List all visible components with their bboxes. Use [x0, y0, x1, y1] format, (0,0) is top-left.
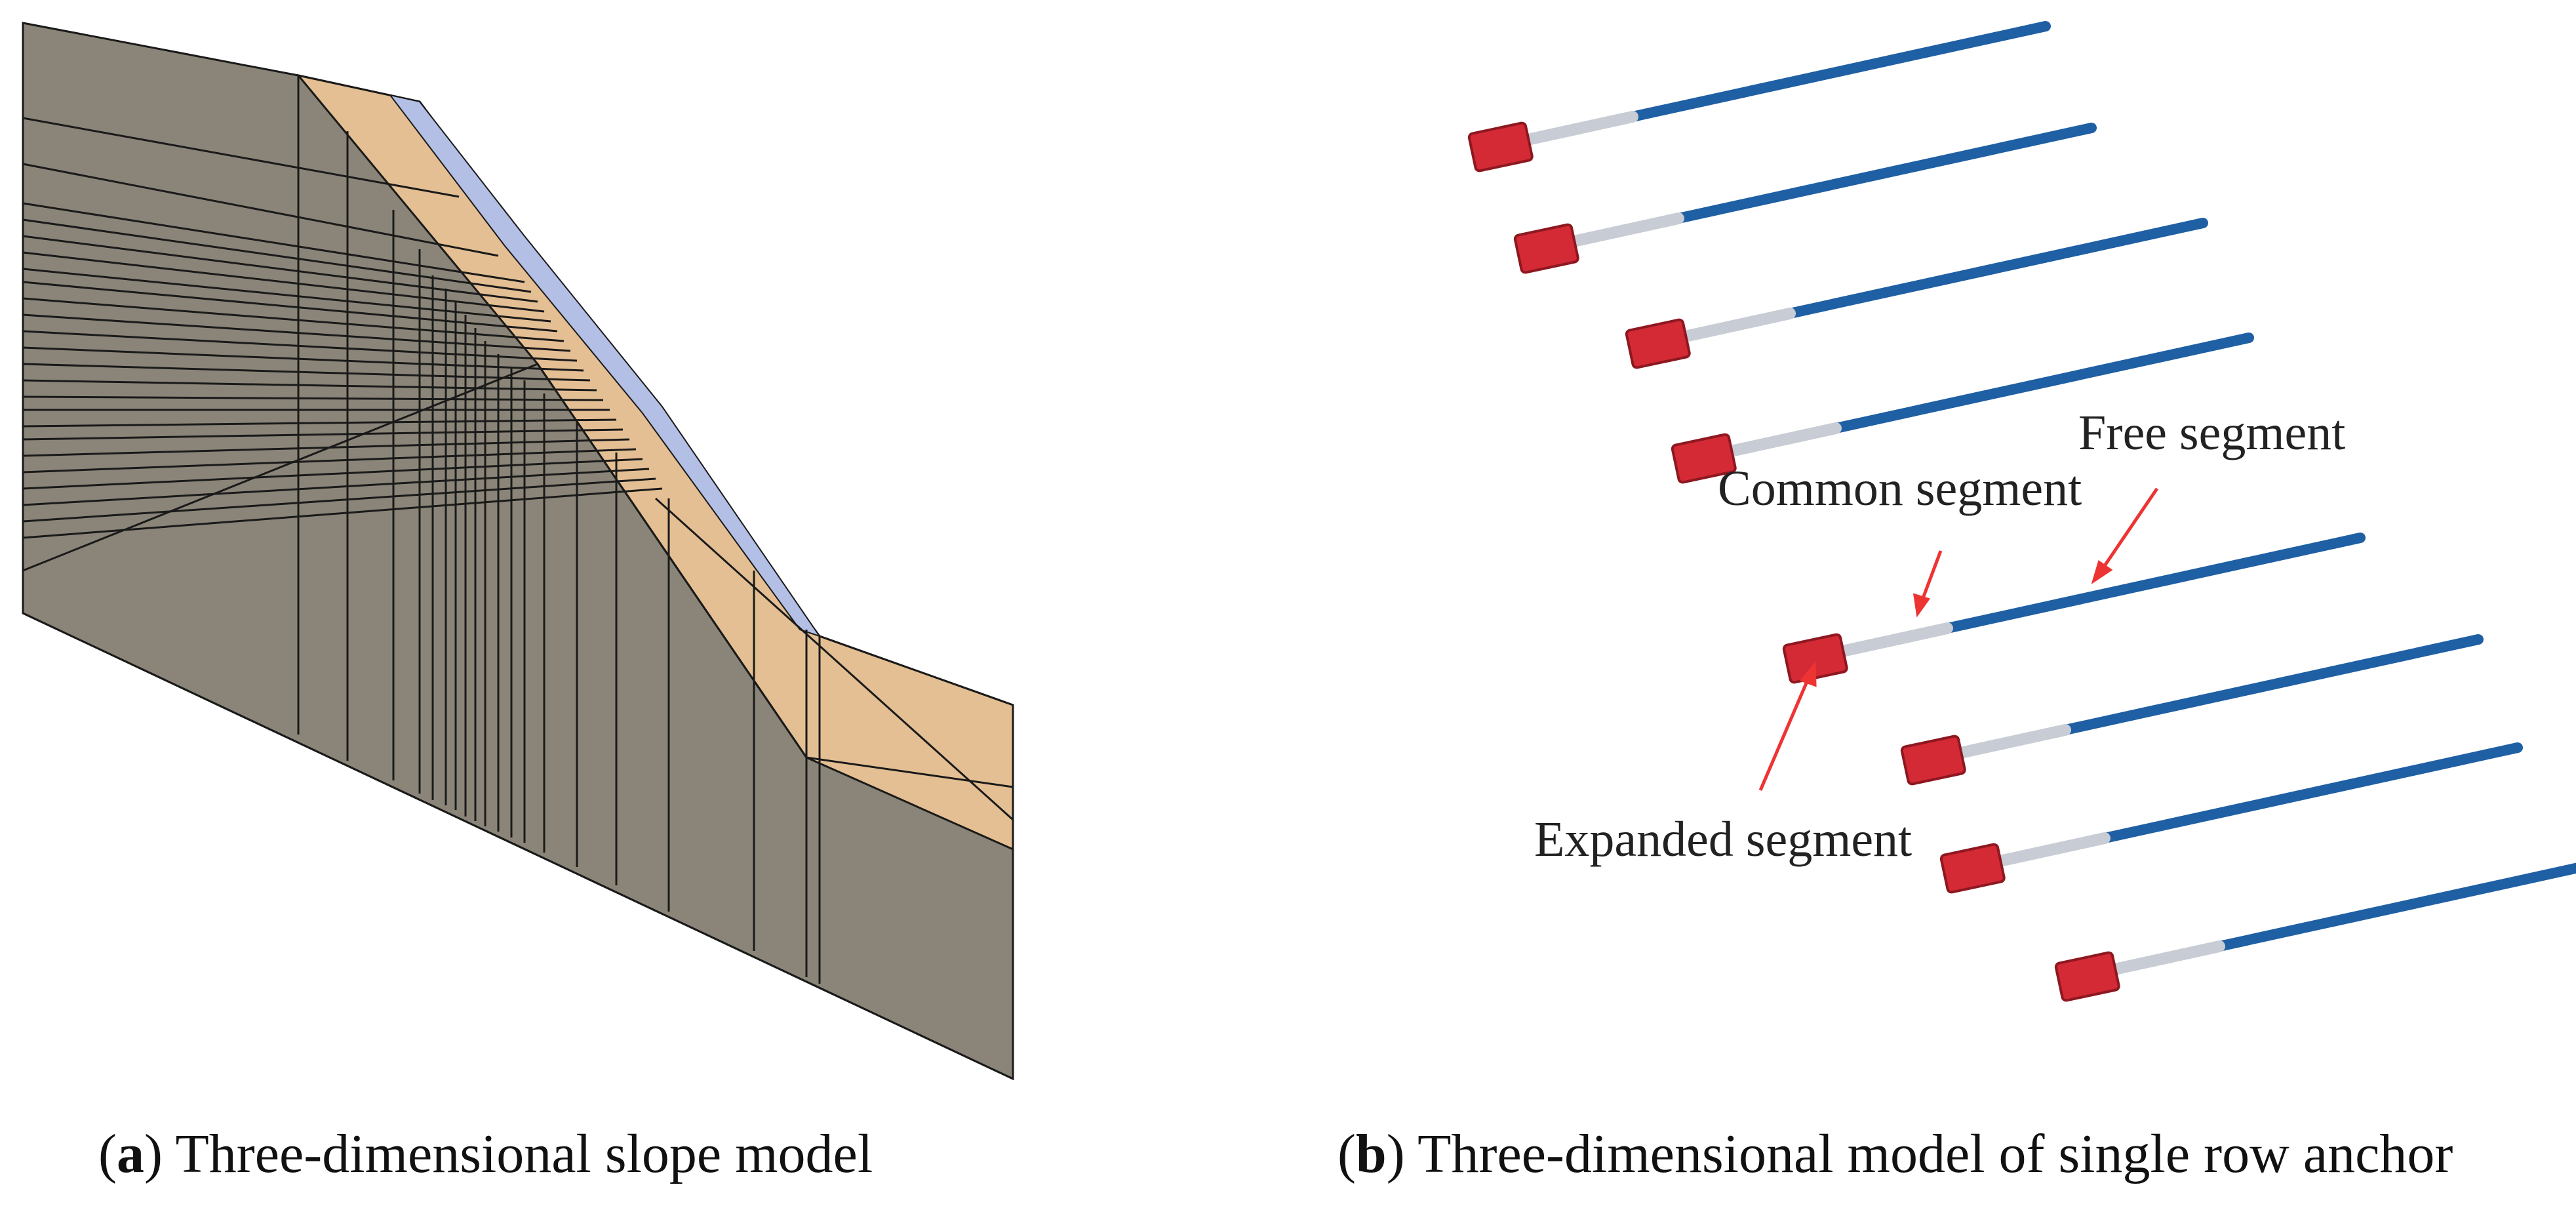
expanded-segment	[2054, 951, 2120, 1002]
common-segment	[1679, 308, 1796, 342]
free-segment	[1942, 533, 2366, 634]
anchor	[1671, 333, 2254, 484]
common-segment	[1954, 724, 2071, 759]
common-segment	[1836, 622, 1953, 657]
common-segment-label: Common segment	[1718, 461, 2082, 516]
caption-panel-b: (b) Three-dimensional model of single ro…	[1338, 1123, 2453, 1184]
slope-mesh-contours	[22, 75, 1014, 1080]
anchor	[1939, 742, 2523, 894]
expanded-segment	[1939, 843, 2006, 894]
annotation-arrows	[1758, 487, 2159, 791]
slope-mesh-horizontal	[22, 117, 663, 539]
slope-rock-body	[22, 22, 1014, 1081]
anchor-model-figure: Free segment Common segment Expanded seg…	[1467, 21, 2576, 1002]
common-segment	[1522, 111, 1638, 146]
anchor-row	[1467, 21, 2576, 1002]
expanded-segment	[1671, 433, 1737, 484]
caption-panel-a: (a) Three-dimensional slope model	[98, 1123, 873, 1184]
free-segment	[2214, 862, 2576, 952]
common-segment	[2109, 940, 2225, 975]
expanded-segment	[1513, 223, 1579, 274]
common-segment	[1568, 212, 1684, 247]
expanded-segment-label: Expanded segment	[1534, 812, 1912, 867]
free-segment-label: Free segment	[2078, 405, 2345, 460]
expanded-segment	[1625, 318, 1691, 369]
slope-model-figure	[22, 22, 1014, 1081]
anchor	[2054, 862, 2576, 1002]
anchor	[1900, 634, 2484, 786]
caption-b-letter: b	[1355, 1123, 1387, 1184]
anchor	[1467, 21, 2051, 172]
free-segment	[1831, 333, 2254, 434]
free-segment	[1673, 123, 2097, 224]
expanded-segment-arrowhead	[1799, 661, 1817, 687]
free-segment	[1627, 21, 2051, 122]
anchor	[1782, 533, 2366, 684]
expanded-segment	[1782, 633, 1848, 684]
free-segment-arrow	[2099, 487, 2159, 572]
expanded-segment	[1900, 735, 1966, 786]
free-segment-arrowhead	[2091, 559, 2113, 584]
slope-mesh-vertical	[297, 75, 821, 984]
expanded-segment-arrow	[1758, 675, 1812, 791]
caption-a-text: Three-dimensional slope model	[175, 1123, 873, 1184]
free-segment	[2099, 742, 2523, 843]
common-segment-arrow	[1919, 550, 1943, 604]
common-segment	[1994, 832, 2110, 867]
expanded-segment	[1467, 121, 1534, 172]
caption-b-text: Three-dimensional model of single row an…	[1417, 1123, 2453, 1184]
free-segment	[2060, 634, 2484, 735]
common-segment-arrowhead	[1912, 593, 1931, 618]
common-segment	[1725, 422, 1842, 457]
anchor	[1513, 123, 2097, 274]
caption-a-letter: a	[116, 1123, 144, 1184]
free-segment	[1785, 218, 2208, 319]
anchor	[1625, 218, 2208, 369]
